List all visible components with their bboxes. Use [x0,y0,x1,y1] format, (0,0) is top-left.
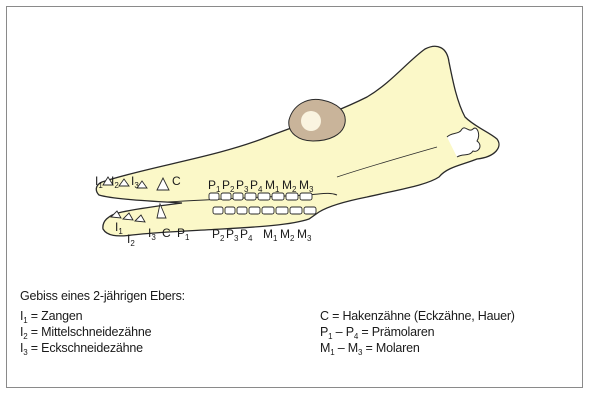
legend-item-P: P1 – P4 = Prämolaren [320,324,580,340]
ear-bone-highlight [301,111,321,131]
legend-item-I1: I1 = Zangen [20,308,320,324]
lower-label-M2: M2 [280,227,295,243]
legend: Gebiss eines 2-jährigen Ebers: I1 = Zang… [20,288,580,356]
legend-item-I2: I2 = Mittelschneidezähne [20,324,320,340]
boar-skull-illustration: I1 I2 I3 C P1 P2 P3 P4 M1 M2 M3 I1 I2 I3… [7,7,584,289]
legend-right-column: C = Hakenzähne (Eckzähne, Hauer) P1 – P4… [320,308,580,356]
lower-label-P3: P3 [226,227,239,243]
upper-label-I1: I1 [95,174,103,190]
legend-item-C: C = Hakenzähne (Eckzähne, Hauer) [320,308,580,324]
lower-label-M3: M3 [297,227,312,243]
upper-label-C: C [172,174,181,188]
lower-label-M1: M1 [263,227,278,243]
legend-item-I3: I3 = Eckschneidezähne [20,340,320,356]
upper-label-I2: I2 [111,174,119,190]
lower-label-P4: P4 [240,227,253,243]
legend-title: Gebiss eines 2-jährigen Ebers: [20,288,580,304]
legend-item-M: M1 – M3 = Molaren [320,340,580,356]
legend-left-column: I1 = Zangen I2 = Mittelschneidezähne I3 … [20,308,320,356]
lower-label-C: C [162,226,171,240]
